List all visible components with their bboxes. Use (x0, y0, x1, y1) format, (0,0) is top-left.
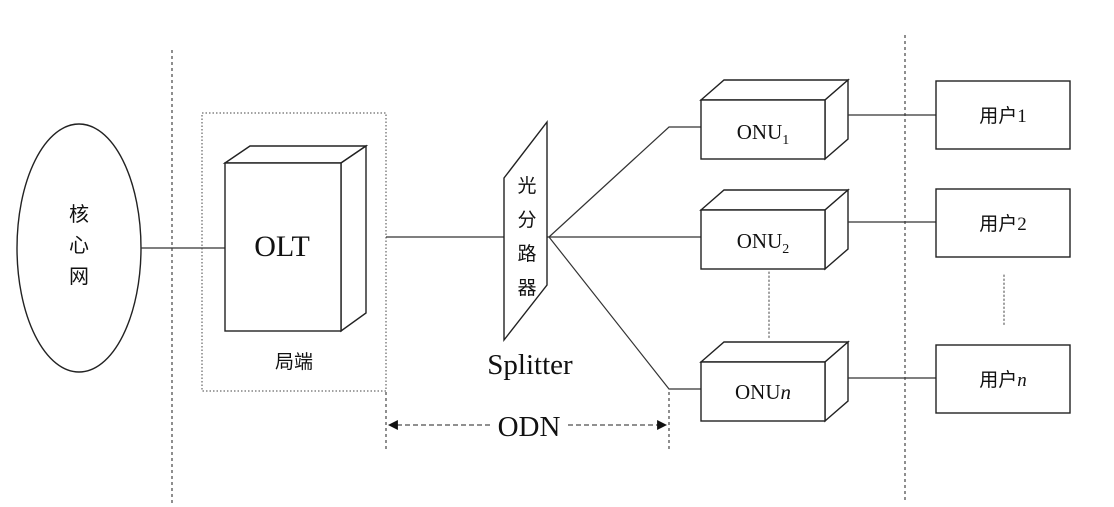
user-2-label: 用户2 (979, 213, 1027, 235)
olt-device: OLT (222, 144, 369, 333)
onu-n: ONUn (699, 340, 850, 423)
onu-1-front-face (700, 99, 826, 160)
core-network-char-2: 心 (69, 235, 89, 257)
user-n: 用户n (935, 344, 1071, 414)
olt-label: OLT (254, 230, 310, 263)
onu-n-top-face (699, 341, 850, 363)
splitter-caption: Splitter (487, 349, 573, 381)
onu-2-front-face (700, 209, 826, 270)
odn-label: ODN (498, 411, 561, 443)
core-network-char-1: 核 (69, 203, 89, 226)
user-1: 用户1 (935, 80, 1071, 150)
onu-2: ONU2 (699, 188, 850, 271)
user-n-label: 用户n (979, 369, 1027, 391)
core-network-char-3: 网 (69, 266, 89, 288)
user-1-label: 用户1 (979, 105, 1027, 127)
fiber-to-onu-1 (548, 126, 701, 238)
onu-n-front-face (700, 361, 826, 422)
olt-front-face (224, 162, 342, 332)
splitter-char-2: 分 (517, 209, 536, 231)
splitter-shape (503, 119, 548, 343)
splitter-char-1: 光 (517, 175, 536, 197)
onu-1-top-face (699, 79, 850, 101)
fiber-to-onu-n (548, 236, 701, 390)
central-office-caption: 局端 (275, 351, 313, 373)
core-network: 核 心 网 (16, 123, 142, 373)
onu-1-label: ONU1 (737, 120, 790, 148)
splitter-char-4: 器 (517, 278, 536, 299)
user-2: 用户2 (935, 188, 1071, 258)
onu-1: ONU1 (699, 78, 850, 161)
olt-side-face (340, 144, 367, 333)
central-office-boundary (201, 112, 387, 392)
onu-2-label: ONU2 (737, 229, 790, 257)
splitter-char-3: 路 (517, 243, 536, 265)
user-1-box (935, 80, 1071, 150)
optical-splitter: 光 分 路 器 (503, 119, 548, 343)
user-n-box (935, 344, 1071, 414)
onu-2-top-face (699, 189, 850, 211)
user-2-box (935, 188, 1071, 258)
onu-n-label: ONUn (735, 380, 791, 404)
